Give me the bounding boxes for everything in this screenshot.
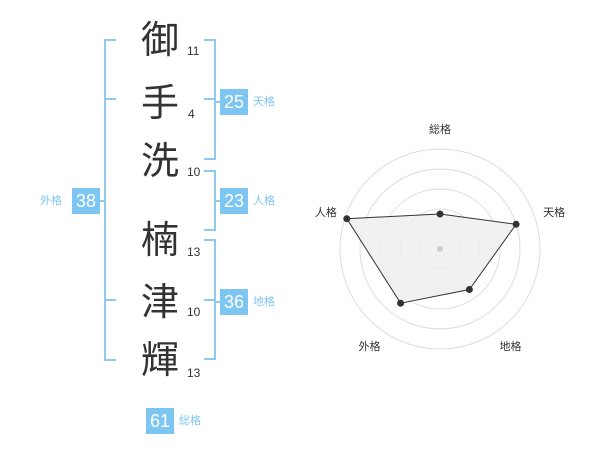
radar-point-外格 — [397, 299, 405, 307]
bracket-tick — [204, 299, 214, 301]
radar-axis-label: 地格 — [500, 339, 522, 353]
name-char-3: 洗 — [140, 139, 179, 183]
bracket-tick — [96, 200, 106, 202]
name-char-2: 手 — [140, 81, 179, 125]
bracket-tick — [214, 200, 220, 202]
radar-point-人格 — [343, 215, 351, 223]
radar-axis-label: 外格 — [359, 339, 381, 353]
gaikaku-label: 外格 — [40, 194, 62, 207]
radar-point-天格 — [512, 220, 520, 228]
name-char-6: 輝 — [140, 338, 179, 382]
soukaku-value-badge: 61 — [146, 408, 174, 434]
bracket-tick — [106, 98, 116, 100]
tenkaku-value-badge: 25 — [220, 89, 248, 115]
bracket-tick — [214, 101, 220, 103]
radar-axis-label: 総格 — [429, 122, 451, 136]
bracket-tick — [106, 299, 116, 301]
tenkaku-bracket — [204, 39, 216, 160]
stroke-count-2: 4 — [188, 107, 195, 121]
tenkaku-label: 天格 — [253, 95, 275, 108]
stroke-count-6: 13 — [187, 366, 201, 380]
jinkaku-value-badge: 23 — [220, 188, 248, 214]
chikaku-value-badge: 36 — [220, 289, 248, 315]
name-char-4: 楠 — [140, 218, 179, 262]
jinkaku-label: 人格 — [253, 194, 275, 207]
radar-data-polygon — [345, 213, 517, 304]
chikaku-label: 地格 — [253, 295, 275, 308]
stroke-count-5: 10 — [187, 305, 201, 319]
stroke-count-4: 13 — [187, 245, 201, 259]
radar-point-地格 — [465, 286, 473, 293]
radar-ring-1 — [339, 148, 541, 350]
radar-point-総格 — [436, 210, 444, 218]
stroke-count-3: 10 — [187, 165, 201, 179]
radar-center-dot — [437, 246, 443, 252]
stroke-count-1: 11 — [187, 44, 200, 58]
soukaku-label: 総格 — [179, 414, 201, 427]
bracket-tick — [204, 98, 214, 100]
radar-axis-label: 天格 — [543, 205, 565, 219]
name-char-1: 御 — [140, 18, 179, 62]
name-char-5: 津 — [140, 280, 179, 324]
chikaku-bracket — [204, 239, 216, 360]
bracket-tick — [214, 301, 220, 303]
gaikaku-value-badge: 38 — [72, 188, 100, 214]
radar-ring-2 — [359, 168, 521, 330]
radar-axis-label: 人格 — [315, 205, 337, 219]
